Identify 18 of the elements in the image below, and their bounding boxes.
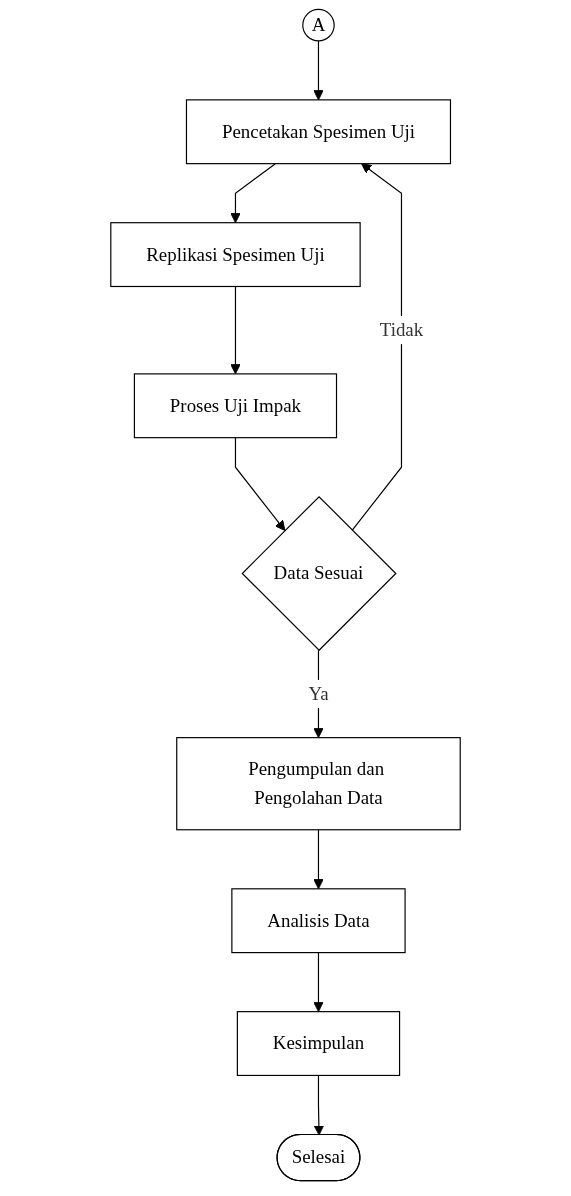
node-box: Pencetakan Spesimen Uji <box>185 99 452 165</box>
arrow <box>313 952 324 1013</box>
node-diamond: Data Sesuai <box>241 495 397 652</box>
edge-label: Tidak <box>379 319 424 340</box>
arrow <box>313 1074 325 1136</box>
node-box: Pengumpulan dan Pengolahan Data <box>176 737 461 831</box>
arrow <box>234 437 286 531</box>
node-box: Analisis Data <box>231 888 406 954</box>
node-box: Replikasi Spesimen Uji <box>110 222 361 288</box>
arrow <box>313 40 324 101</box>
arrow <box>230 285 241 375</box>
node-box: Proses Uji Impak <box>133 373 338 439</box>
edge-label: Ya <box>308 683 329 704</box>
arrow <box>351 163 403 531</box>
arrow <box>230 163 276 224</box>
node-circle: A <box>302 8 335 42</box>
arrow <box>313 829 324 890</box>
node-box: Kesimpulan <box>236 1011 401 1076</box>
